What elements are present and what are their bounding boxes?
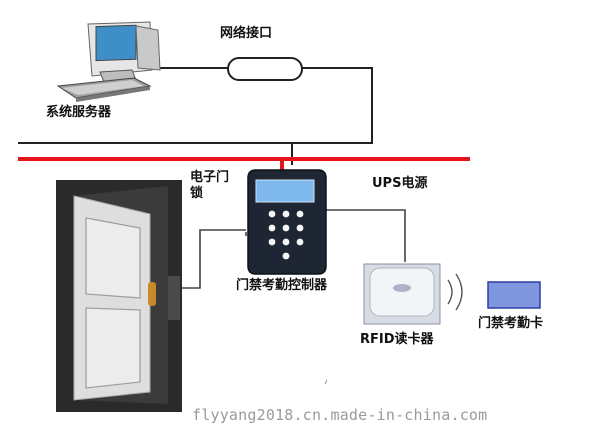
control-wires <box>178 209 406 289</box>
rf-wave <box>455 273 463 311</box>
access-card-label: 门禁考勤卡 <box>478 316 544 331</box>
network-interface-connector <box>227 57 303 81</box>
system-server-label: 系统服务器 <box>46 105 112 120</box>
controller-label: 门禁考勤控制器 <box>236 278 328 293</box>
access-card-icon <box>487 281 541 309</box>
desktop-computer-icon <box>56 21 161 102</box>
artifact-mark <box>324 379 328 385</box>
ups-power-line <box>18 157 470 172</box>
controller-keypad <box>268 210 304 260</box>
electric-lock-label-line2: 锁 <box>190 186 204 201</box>
ups-power-label: UPS电源 <box>372 176 428 191</box>
electric-lock-label-line1: 电子门 <box>190 170 230 185</box>
rfid-reader-label: RFID读卡器 <box>360 332 434 347</box>
controller-device <box>247 169 327 275</box>
network-interface-label: 网络接口 <box>220 26 273 41</box>
rf-wave <box>447 279 453 305</box>
watermark-text: flyyang2018.cn.made-in-china.com <box>192 406 488 424</box>
controller-screen <box>255 179 315 203</box>
door-lock-handle <box>148 282 156 306</box>
rfid-reader-icon <box>363 263 463 325</box>
door-icon <box>56 180 182 412</box>
